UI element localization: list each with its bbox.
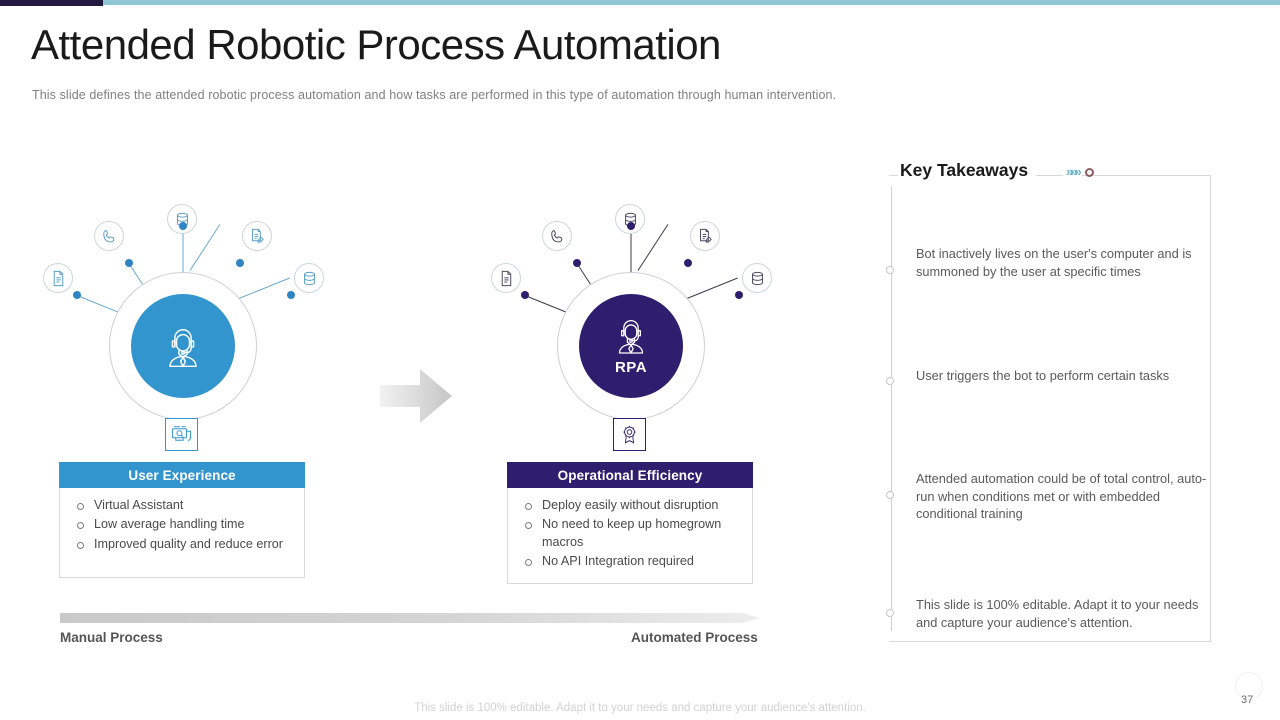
card-title: User Experience <box>59 462 305 488</box>
key-takeaways-title: Key Takeaways <box>898 160 1037 181</box>
card-body: Deploy easily without disruption No need… <box>507 488 753 584</box>
spoke-line <box>189 224 221 271</box>
connector-dot <box>573 259 581 267</box>
timeline-node <box>886 609 894 617</box>
timeline-node <box>886 491 894 499</box>
computer-monitor-icon <box>165 418 198 451</box>
timeline-axis <box>891 186 892 631</box>
document-icon <box>43 263 73 293</box>
headset-bot-icon <box>608 316 654 358</box>
timeline-node <box>886 266 894 274</box>
dot-marker-icon <box>1085 168 1094 177</box>
top-accent-bar-navy <box>0 0 103 6</box>
card-list: Deploy easily without disruption No need… <box>516 497 744 571</box>
card-list: Virtual Assistant Low average handling t… <box>68 497 296 553</box>
takeaway-text: User triggers the bot to perform certain… <box>916 368 1170 383</box>
top-accent-bar-teal <box>103 0 1280 5</box>
page-number-ring <box>1235 672 1263 700</box>
automated-process-label: Automated Process <box>631 630 758 645</box>
key-takeaways-panel: Key Takeaways »»» Bot inactively lives o… <box>886 160 1211 642</box>
database-icon <box>742 263 772 293</box>
hub-circle-rpa: RPA <box>579 294 683 398</box>
headset-agent-icon <box>157 320 209 372</box>
document-edit-icon <box>690 221 720 251</box>
database-icon <box>294 263 324 293</box>
gear-badge-icon <box>613 418 646 451</box>
page-number: 37 <box>1241 694 1254 706</box>
card-operational-efficiency: Operational Efficiency Deploy easily wit… <box>507 462 753 584</box>
connector-dot <box>236 259 244 267</box>
connector-dot <box>125 259 133 267</box>
right-arrow-icon <box>378 365 454 427</box>
list-item: Improved quality and reduce error <box>68 536 296 553</box>
top-accent-bar <box>0 0 1280 6</box>
card-body: Virtual Assistant Low average handling t… <box>59 488 305 578</box>
spoke-line <box>637 224 669 271</box>
connector-dot <box>73 291 81 299</box>
timeline-node <box>886 377 894 385</box>
hub-label: RPA <box>614 359 648 376</box>
phone-icon <box>542 221 572 251</box>
list-item: No need to keep up homegrown macros <box>516 516 744 551</box>
document-edit-icon <box>242 221 272 251</box>
list-item: No API Integration required <box>516 553 744 570</box>
manual-process-label: Manual Process <box>60 630 163 645</box>
footer-note: This slide is 100% editable. Adapt it to… <box>414 702 866 714</box>
connector-dot <box>179 222 187 230</box>
list-item: Deploy easily without disruption <box>516 497 744 514</box>
connector-dot <box>627 222 635 230</box>
takeaway-text: Attended automation could be of total co… <box>916 471 1207 522</box>
card-title: Operational Efficiency <box>507 462 753 488</box>
connector-dot <box>287 291 295 299</box>
list-item: Virtual Assistant <box>68 497 296 514</box>
right-cluster-diagram: RPA <box>450 190 810 470</box>
connector-dot <box>735 291 743 299</box>
page-title: Attended Robotic Process Automation <box>31 21 721 68</box>
page-subtitle: This slide defines the attended robotic … <box>32 88 837 102</box>
left-cluster-diagram <box>2 190 362 470</box>
connector-dot <box>684 259 692 267</box>
spoke-line <box>681 277 738 301</box>
card-user-experience: User Experience Virtual Assistant Low av… <box>59 462 305 578</box>
connector-dot <box>521 291 529 299</box>
chevron-right-icon: »»» <box>1063 164 1082 179</box>
spoke-line <box>233 277 290 301</box>
key-takeaways-frame <box>889 175 1211 642</box>
list-item: Low average handling time <box>68 516 296 533</box>
takeaway-text: Bot inactively lives on the user's compu… <box>916 246 1192 279</box>
process-flow-arrow <box>60 610 760 624</box>
takeaway-text: This slide is 100% editable. Adapt it to… <box>916 597 1199 630</box>
phone-icon <box>94 221 124 251</box>
hub-circle-user-experience <box>131 294 235 398</box>
document-icon <box>491 263 521 293</box>
